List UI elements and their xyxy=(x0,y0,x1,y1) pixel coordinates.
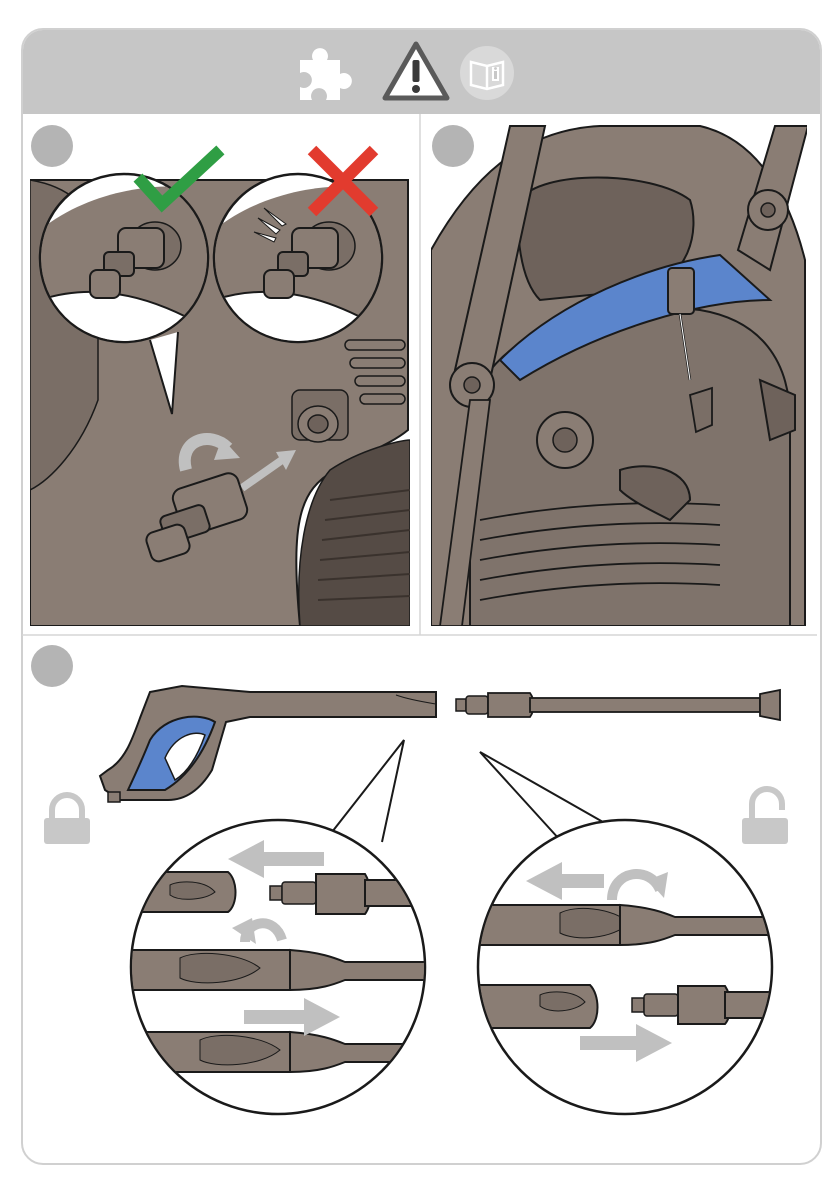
detail-circle-lock xyxy=(100,820,445,1114)
lock-closed-icon xyxy=(44,795,90,844)
step-badge-3 xyxy=(31,645,73,687)
puzzle-icon xyxy=(300,48,352,100)
spray-lance xyxy=(456,690,780,720)
step-badge-1 xyxy=(31,125,73,167)
detail-circle-unlock xyxy=(470,820,795,1114)
lock-open-icon xyxy=(742,789,788,844)
step-2-illustration xyxy=(431,126,808,626)
manual-info-icon xyxy=(460,46,514,100)
warning-icon xyxy=(385,44,447,98)
step-badge-2 xyxy=(432,125,474,167)
callout-tail-left xyxy=(332,740,404,842)
